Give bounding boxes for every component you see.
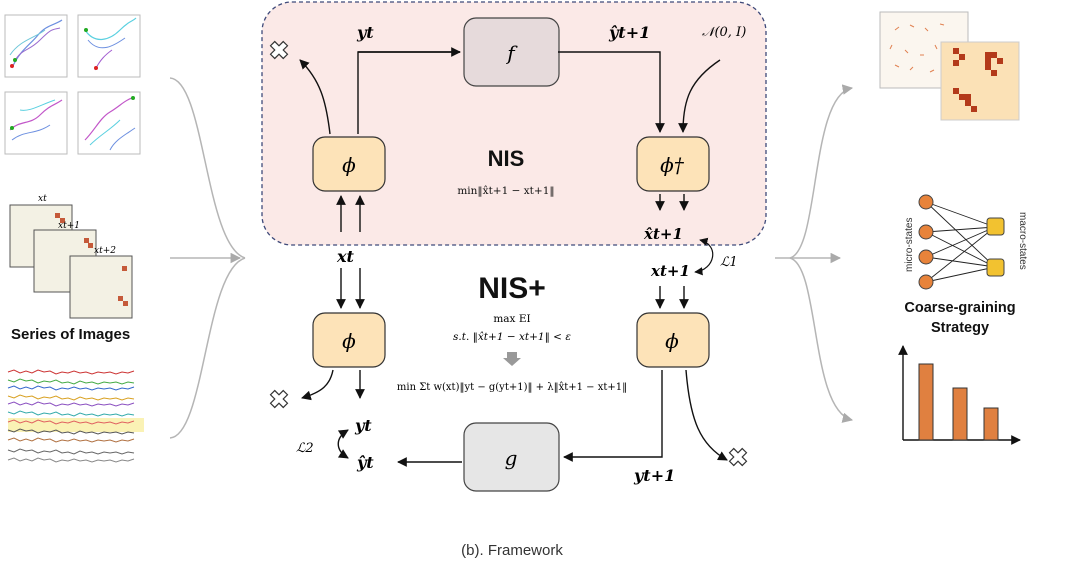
var-y-hat-t1-top: ŷt+1 <box>608 23 650 42</box>
trajectory-plots <box>4 14 141 155</box>
decoder-phi-dagger-label: ϕ† <box>660 153 685 177</box>
nisplus-obj-2: s.t. ‖x̂t+1 − xt+1‖ < ε <box>453 331 571 344</box>
figure-caption: (b). Framework <box>461 542 563 559</box>
discard-icon-top-left <box>269 40 289 60</box>
nisplus-title: NIS+ <box>478 272 546 305</box>
series-of-images-label: Series of Images <box>11 326 130 343</box>
left-brace <box>169 77 246 439</box>
frame-label-t1: xt+1 <box>58 221 80 231</box>
strategy-bar-chart <box>898 345 1021 445</box>
nis-objective: min‖x̂t+1 − xt+1‖ <box>457 185 554 198</box>
coarse-graining-network: micro-states macro-states <box>904 194 1028 290</box>
loss-1-arrow <box>694 237 714 276</box>
strategy-label-line2: Strategy <box>931 320 989 336</box>
frame-label-t: xt <box>38 194 47 204</box>
var-y-hat-t-bottom: ŷt <box>356 453 374 472</box>
down-arrow-icon <box>503 352 521 366</box>
discard-icon-bottom-left <box>269 389 289 409</box>
encoder-phi-bottom-left-label: ϕ <box>342 329 356 353</box>
strategy-label-line1: Coarse-graining <box>904 300 1015 316</box>
discard-icon-bottom-right <box>728 447 748 467</box>
var-noise: 𝒩(0, I) <box>702 25 746 40</box>
loss-1-label: ℒ1 <box>720 255 738 270</box>
reverse-g-box <box>463 422 560 492</box>
var-y-t-top: yt <box>356 23 374 42</box>
encoder-phi-top-left <box>312 136 386 192</box>
var-y-t1-bottom: yt+1 <box>633 466 675 485</box>
time-series <box>7 369 144 463</box>
encoder-phi-top-left-label: ϕ <box>342 153 356 177</box>
right-brace <box>775 84 854 423</box>
macro-states-label: macro-states <box>1017 212 1028 270</box>
var-x-hat-t1: x̂t+1 <box>643 225 683 243</box>
frame-label-t2: xt+2 <box>94 246 116 256</box>
encoder-phi-bottom-right <box>636 312 710 368</box>
micro-states-label: micro-states <box>904 218 915 272</box>
image-frames: xt xt+1 xt+2 Series of Images <box>9 194 133 343</box>
var-x-t1: xt+1 <box>650 262 690 280</box>
nisplus-obj-3: min Σt w(xt)‖yt − g(yt+1)‖ + λ‖x̂t+1 − x… <box>397 382 627 393</box>
bottom-arrows <box>301 268 728 467</box>
decoder-phi-dagger <box>636 136 710 192</box>
nisplus-obj-1: max EI <box>493 313 530 325</box>
nis-title: NIS <box>488 146 525 171</box>
var-x-t: xt <box>336 247 355 266</box>
input-panel: xt xt+1 xt+2 Series of Images <box>4 14 144 463</box>
loss-2-label: ℒ2 <box>296 441 314 456</box>
reverse-g-label: g <box>505 446 518 470</box>
encoder-phi-bottom-right-label: ϕ <box>665 329 679 353</box>
encoder-phi-bottom-left <box>312 312 386 368</box>
macro-grid-images <box>879 11 1020 121</box>
var-y-t-bottom: yt <box>354 416 372 435</box>
